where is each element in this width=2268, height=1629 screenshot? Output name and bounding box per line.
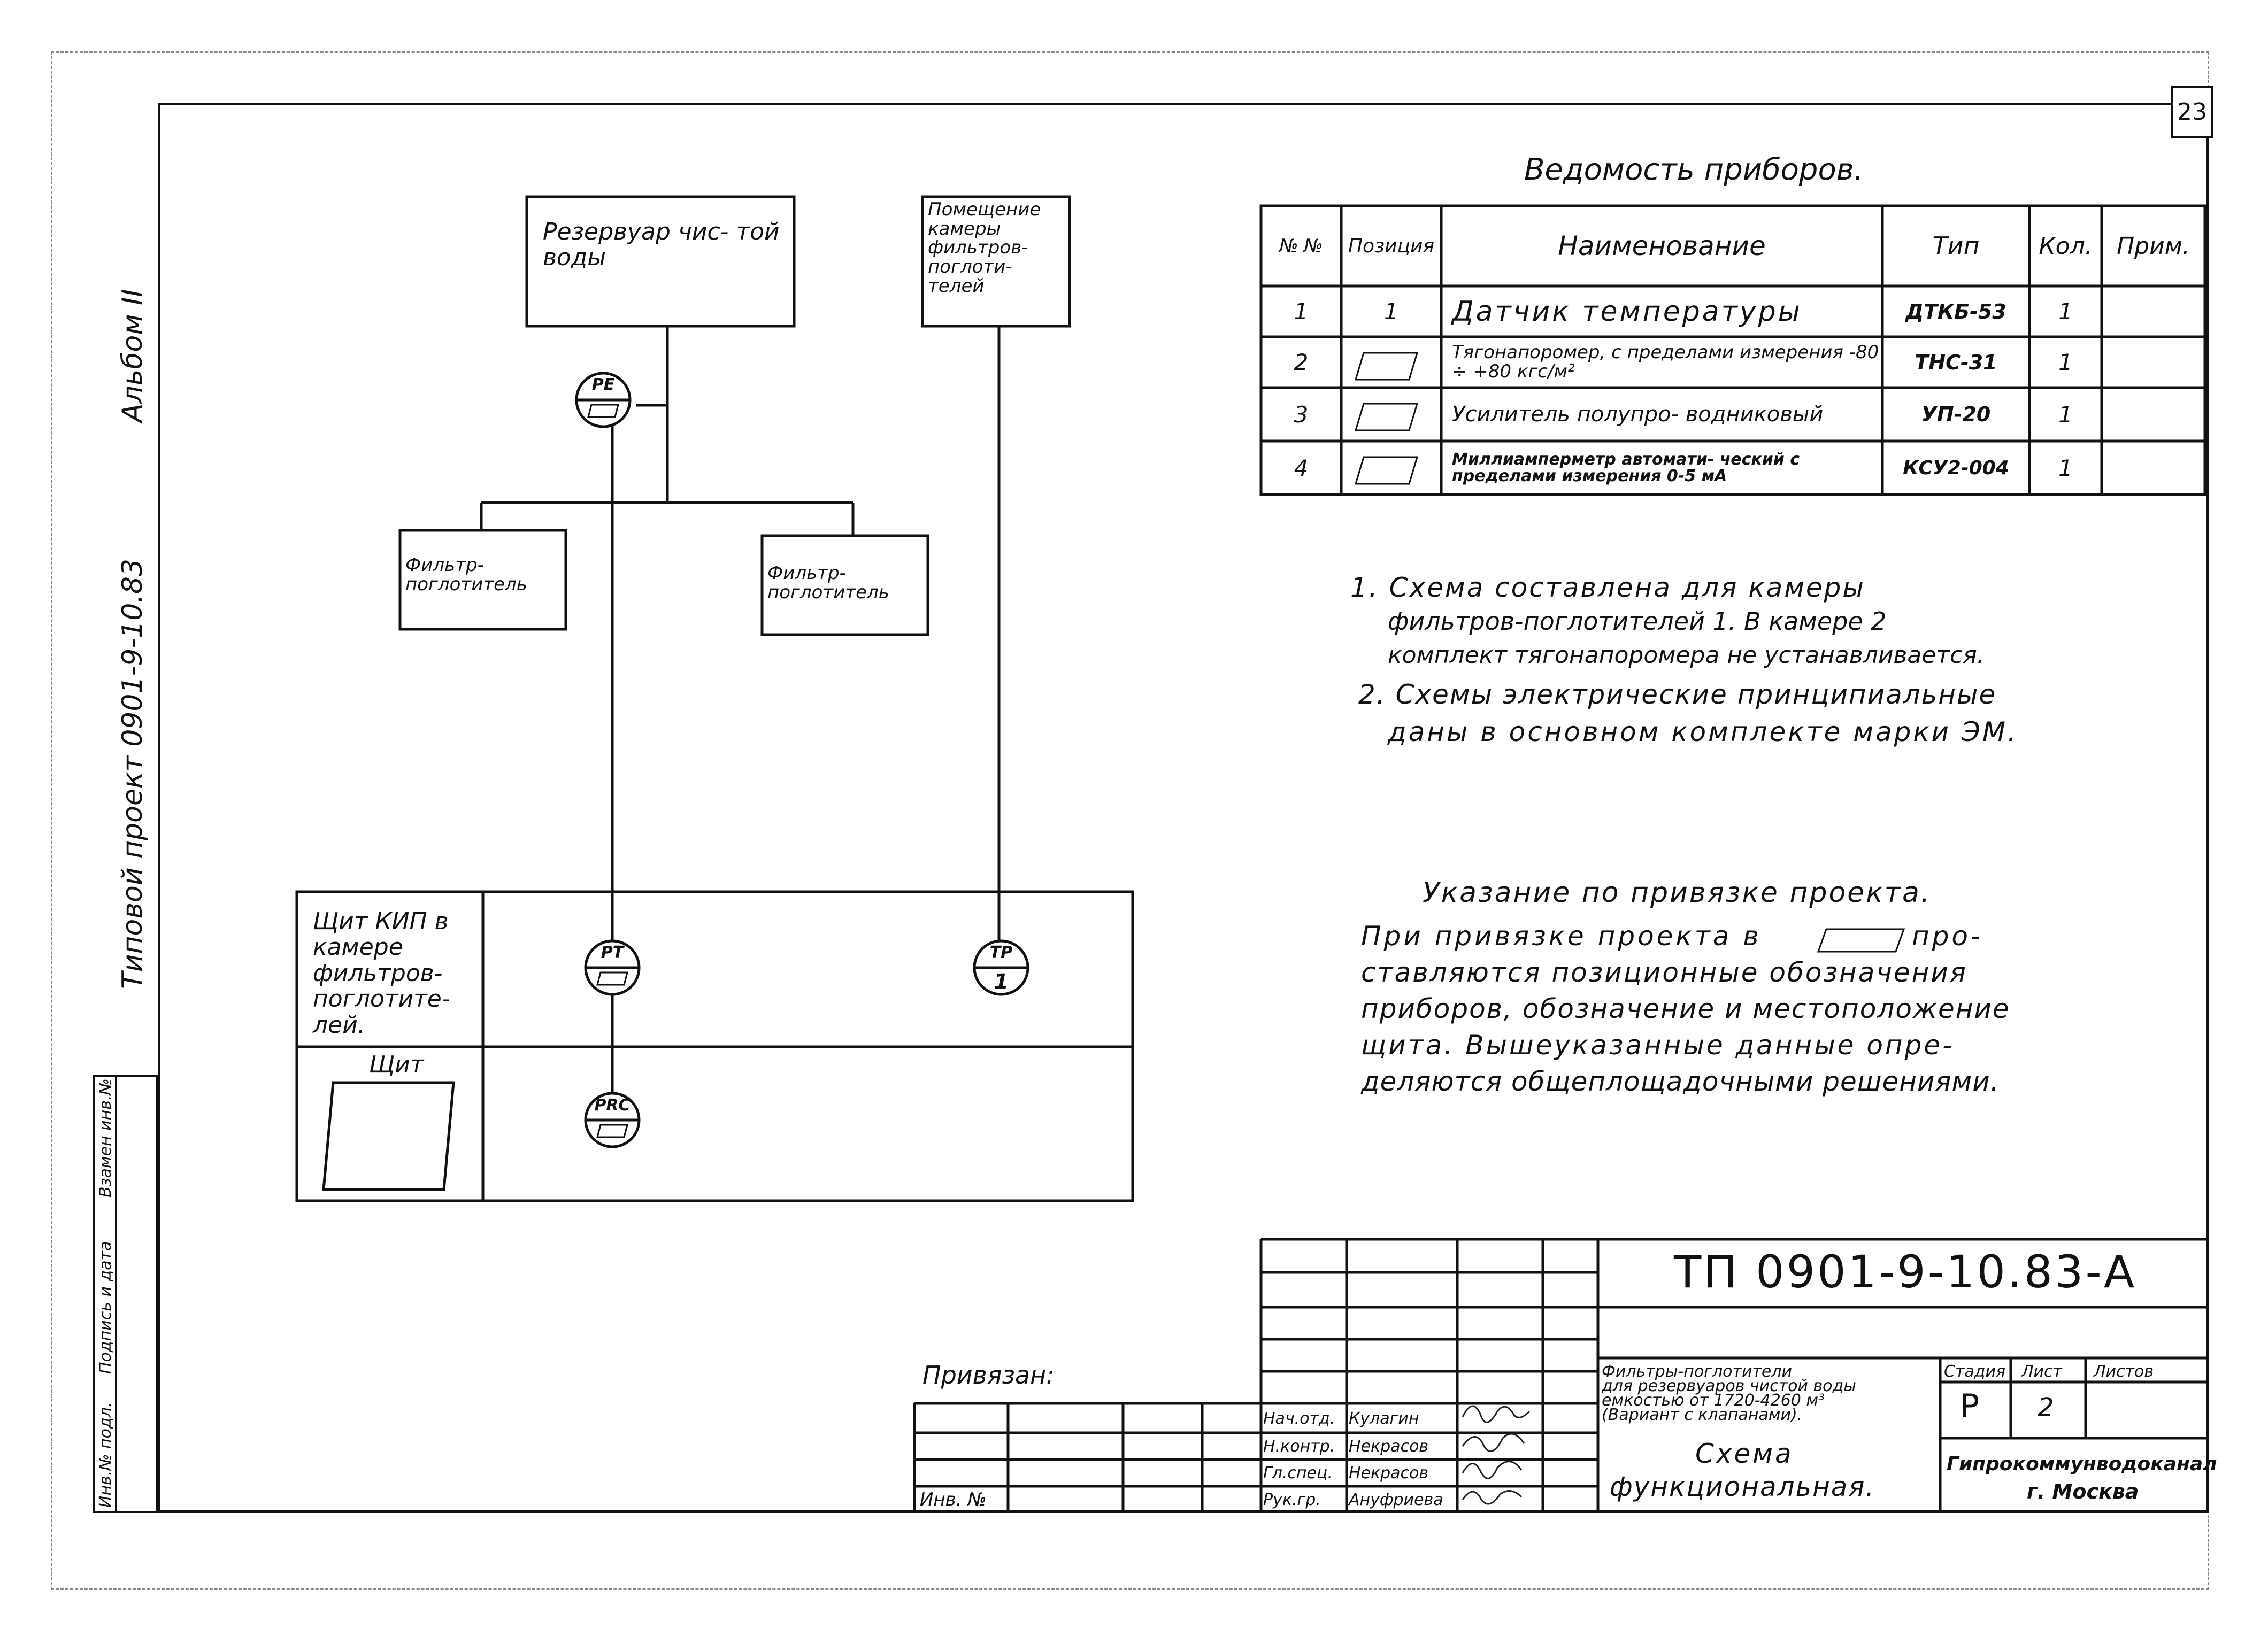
table-row1-pos: 1 (1384, 298, 1398, 325)
table-header-pos: Позиция (1348, 235, 1435, 257)
instrument-pt-label: PT (601, 943, 624, 962)
desc-line-2: для резервуаров чистой воды (1602, 1377, 1856, 1395)
reservoir-box (525, 195, 796, 328)
table-row1-n: 1 (1294, 298, 1309, 325)
room-label: Помещение камеры фильтров- поглоти- теле… (928, 199, 1041, 297)
signer-1-name: Кулагин (1349, 1409, 1419, 1428)
filter-right-label: Фильтр- поглотитель (767, 562, 889, 603)
table-row4-type: КСУ2-004 (1903, 457, 2009, 479)
instrument-pe-label: PE (591, 375, 615, 394)
filter-right-box (760, 534, 929, 636)
table-row1-type: ДТКБ-53 (1905, 299, 2006, 323)
desc-line-4: (Вариант с клапанами). (1602, 1406, 1803, 1424)
org-name: Гипрокоммунводоканал (1947, 1453, 2217, 1475)
binding-line-1a: При привязке проекта в (1361, 921, 1762, 952)
table-row4-n: 4 (1294, 454, 1309, 481)
table-row3-name: Усилитель полупро- водниковый (1452, 402, 1824, 427)
binding-title: Указание по привязке проекта. (1423, 877, 1932, 909)
table-row3-n: 3 (1294, 401, 1309, 428)
binding-line-4: щита. Вышеуказанные данные опре- (1361, 1030, 1955, 1061)
signer-3-role: Гл.спец. (1263, 1464, 1333, 1483)
binding-line-1b: про- (1912, 921, 1983, 952)
desc-line-1: Фильтры-поглотители (1602, 1362, 1793, 1381)
binding-line-2: ставляются позиционные обозначения (1361, 957, 1967, 988)
binding-line-5: деляются общеплощадочными решениями. (1361, 1066, 2000, 1097)
note-line-2: фильтров-поглотителей 1. В камере 2 (1388, 607, 1887, 636)
filter-left-label: Фильтр- поглотитель (405, 554, 527, 595)
panel-kip-label: Щит КИП в камере фильтров- поглотите- ле… (313, 908, 450, 1039)
table-header-type: Тип (1932, 231, 1980, 260)
signer-2-role: Н.контр. (1263, 1437, 1335, 1456)
note-line-5: даны в основном комплекте марки ЭМ. (1388, 716, 2018, 747)
table-header-n: № № (1279, 235, 1323, 257)
sheet-value: 2 (2038, 1393, 2054, 1423)
org-city: г. Москва (2027, 1480, 2139, 1503)
binding-line-3: приборов, обозначение и местоположение (1361, 993, 2010, 1024)
attached-label: Привязан: (922, 1361, 1055, 1389)
table-row1-qty: 1 (2058, 298, 2073, 325)
signer-1-role: Нач.отд. (1263, 1409, 1335, 1428)
instrument-tp-label: TP (989, 943, 1013, 962)
instrument-prc-label: PRC (594, 1096, 631, 1115)
table-row3-type: УП-20 (1921, 403, 1991, 426)
signer-4-name: Ануфриева (1349, 1491, 1443, 1509)
instrument-tp-number: 1 (994, 970, 1009, 994)
table-header-qty: Кол. (2039, 232, 2093, 260)
table-title: Ведомость приборов. (1524, 152, 1864, 187)
table-row2-type: ТНС-31 (1915, 350, 1997, 374)
signer-4-role: Рук.гр. (1263, 1491, 1321, 1509)
table-row2-qty: 1 (2058, 349, 2073, 375)
signer-3-name: Некрасов (1349, 1464, 1429, 1483)
inv-label: Инв. № (920, 1489, 987, 1510)
table-header-note: Прим. (2117, 232, 2190, 260)
scheme-subtitle: функциональная. (1610, 1471, 1875, 1502)
signer-2-name: Некрасов (1349, 1437, 1429, 1456)
sheet-label: Лист (2021, 1362, 2063, 1381)
stage-label: Стадия (1944, 1362, 2006, 1381)
table-header-name: Наименование (1558, 230, 1766, 261)
table-row2-n: 2 (1294, 349, 1309, 375)
drawing-frame (158, 103, 2209, 1513)
reservoir-label: Резервуар чис- той воды (543, 218, 780, 272)
filter-left-box (398, 529, 567, 631)
stage-value: Р (1960, 1387, 1980, 1425)
table-row3-qty: 1 (2058, 401, 2073, 428)
note-line-1: 1. Схема составлена для камеры (1350, 572, 1865, 603)
table-row2-name: Тягонапоромер, с пределами измерения -80… (1452, 341, 1879, 382)
table-row4-name: Миллиамперметр автомати- ческий с предел… (1452, 450, 1800, 485)
table-row1-name: Датчик температуры (1452, 295, 1802, 328)
note-line-3: комплект тягонапоромера не устанавливает… (1388, 642, 1985, 669)
sheet-number: 23 (2171, 86, 2213, 138)
table-row4-qty: 1 (2058, 454, 2073, 481)
project-code: ТП 0901-9-10.83-А (1674, 1246, 2137, 1298)
side-stamp-block (93, 1075, 158, 1513)
sheets-label: Листов (2094, 1362, 2154, 1381)
panel-label: Щит (369, 1051, 424, 1078)
panel-shape (322, 1081, 455, 1191)
side-stamp-divider (115, 1075, 117, 1513)
note-line-4: 2. Схемы электрические принципиальные (1358, 679, 1997, 710)
room-box (921, 195, 1071, 328)
scheme-title: Схема (1695, 1438, 1794, 1469)
signatures (1462, 1405, 1531, 1505)
desc-line-3: емкостью от 1720-4260 м³ (1602, 1391, 1825, 1410)
